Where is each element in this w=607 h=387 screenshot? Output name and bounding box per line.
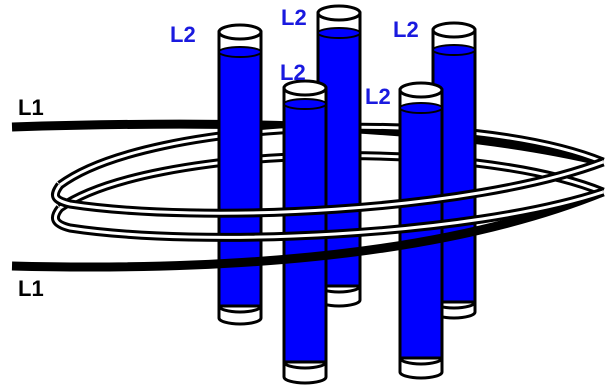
secondary-label-rod-4: L2 [280, 60, 306, 85]
primary-lead-label-bottom: L1 [18, 276, 44, 301]
secondary-label-rod-1: L2 [170, 22, 196, 47]
secondary-label-rod-3: L2 [393, 17, 419, 42]
secondary-label-rod-2: L2 [281, 5, 307, 30]
secondary-coil-rod-1 [217, 23, 263, 326]
secondary-label-rod-5: L2 [365, 84, 391, 109]
primary-loop-front-inner [53, 160, 604, 239]
primary-lead-label-top: L1 [18, 95, 44, 120]
